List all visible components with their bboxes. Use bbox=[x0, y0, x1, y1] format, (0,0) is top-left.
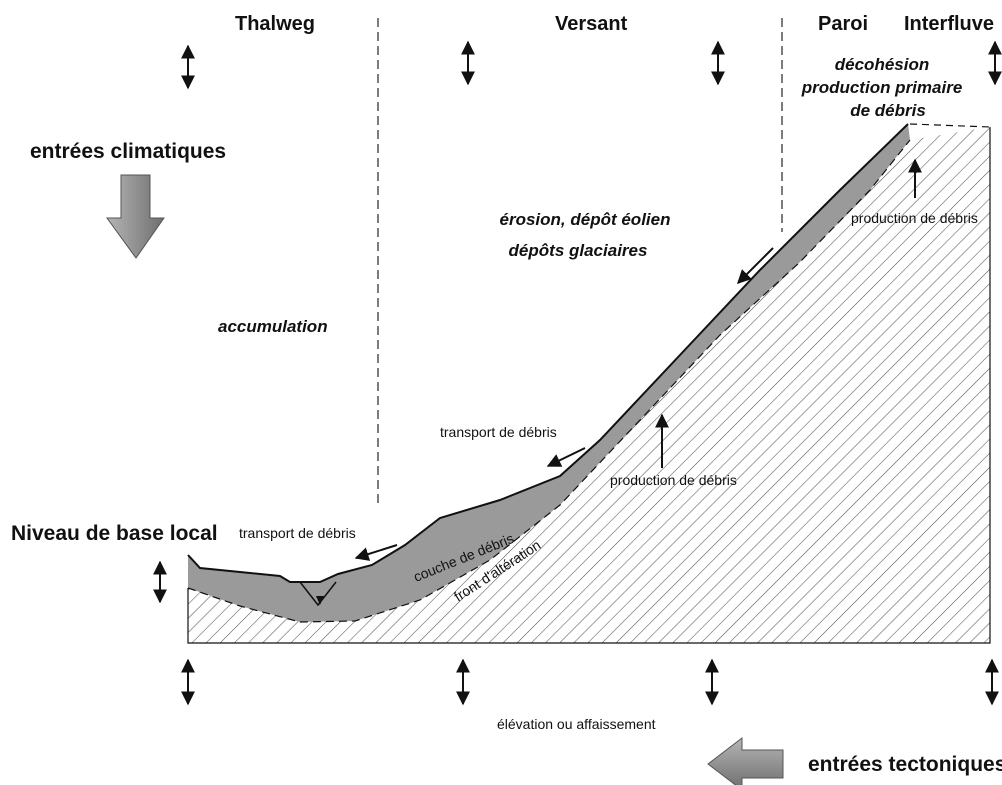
header-paroi: Paroi bbox=[818, 13, 868, 35]
header-interfluve: Interfluve bbox=[904, 13, 994, 35]
bedrock-right-edge bbox=[187, 127, 991, 644]
label-accumulation: accumulation bbox=[218, 317, 328, 336]
river-channel bbox=[299, 581, 337, 607]
label-erosion-2: dépôts glaciaires bbox=[509, 241, 648, 260]
label-entrees-tectoniques: entrées tectoniques bbox=[808, 753, 1002, 776]
label-niveau-base-local: Niveau de base local bbox=[11, 522, 218, 545]
tectonic-input-left-arrow-icon bbox=[707, 736, 784, 785]
bedrock-hatched bbox=[188, 127, 990, 643]
header-versant: Versant bbox=[555, 13, 628, 35]
label-transport-low: transport de débris bbox=[239, 525, 356, 541]
ground-surface bbox=[187, 123, 909, 583]
downslope-arrow-icon bbox=[737, 247, 774, 284]
label-decohesion-3: de débris bbox=[850, 101, 926, 120]
interfluve-surface bbox=[909, 123, 991, 128]
label-entrees-climatiques: entrées climatiques bbox=[30, 140, 226, 163]
weathering-front-line bbox=[187, 139, 911, 623]
label-production-top: production de débris bbox=[851, 210, 978, 226]
header-thalweg: Thalweg bbox=[235, 13, 315, 35]
downslope-arrow-icon bbox=[546, 447, 586, 467]
climatic-input-down-arrow-icon bbox=[106, 174, 165, 259]
label-elevation: élévation ou affaissement bbox=[497, 716, 656, 732]
label-erosion-1: érosion, dépôt éolien bbox=[500, 210, 671, 229]
label-production-mid: production de débris bbox=[610, 472, 737, 488]
label-decohesion-1: décohésion bbox=[835, 55, 929, 74]
label-decohesion-2: production primaire bbox=[801, 78, 963, 97]
label-transport-mid: transport de débris bbox=[440, 424, 557, 440]
river-arrow-icon bbox=[316, 596, 324, 605]
downslope-arrow-icon bbox=[354, 544, 398, 561]
